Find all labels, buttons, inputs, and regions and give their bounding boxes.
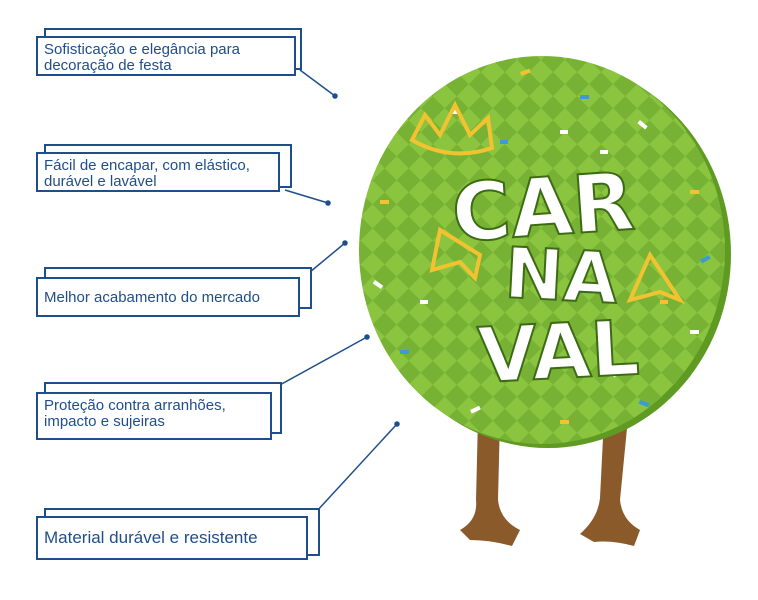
mask-left-icon — [429, 226, 483, 283]
crown-icon — [409, 100, 495, 156]
lettering-line-1: CAR — [449, 155, 637, 260]
lettering-line-2: NA — [503, 232, 620, 320]
feature-text-1: Sofisticação e elegância para decoração … — [44, 41, 240, 74]
lettering-line-3: VAL — [476, 303, 641, 400]
carnaval-lettering: CAR NA VAL — [448, 154, 642, 401]
mask-right-icon — [626, 250, 686, 305]
feature-text-2: Fácil de encapar, com elástico, durável … — [44, 157, 250, 190]
right-leg — [580, 418, 640, 546]
left-leg — [460, 418, 520, 546]
feature-text-4: Proteção contra arranhões, impacto e suj… — [44, 397, 226, 430]
feature-text-5: Material durável e resistente — [44, 528, 258, 547]
feature-text-3: Melhor acabamento do mercado — [44, 289, 260, 306]
table-legs — [460, 418, 640, 546]
